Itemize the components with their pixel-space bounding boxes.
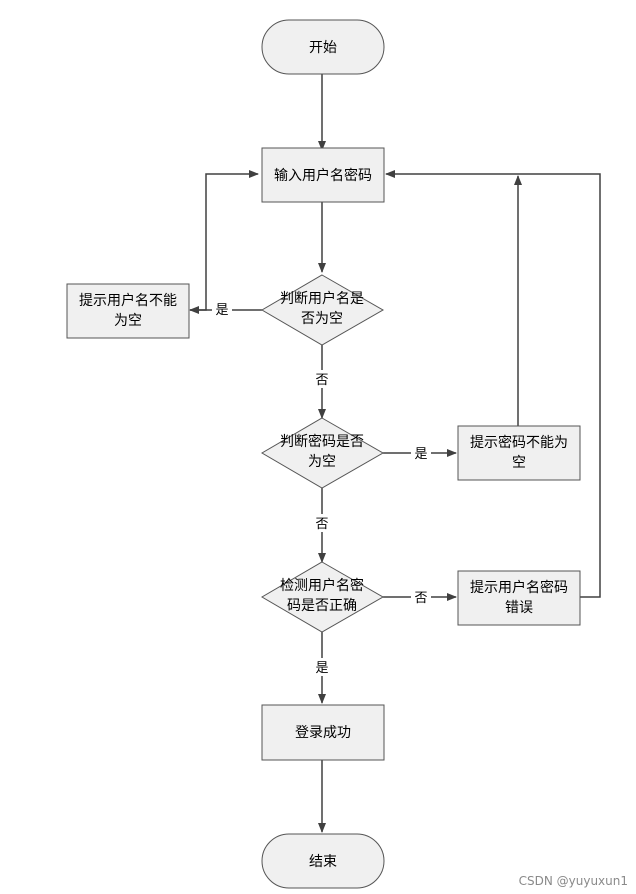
node-check-username: 判断用户名是 否为空: [261, 274, 385, 346]
node-username-empty: 提示用户名不能 为空: [66, 283, 190, 339]
node-username-empty-line2: 为空: [114, 313, 142, 329]
node-verify-line1: 检测用户名密: [280, 577, 364, 594]
edge-username-empty-back: [190, 170, 259, 311]
watermark: CSDN @yuyuxun1: [518, 874, 628, 888]
label-password-yes: 是: [414, 447, 427, 462]
node-wrong-line1: 提示用户名密码: [470, 579, 568, 596]
node-password-empty-line2: 空: [512, 455, 526, 471]
label-username-no: 否: [315, 373, 328, 388]
node-check-password: 判断密码是否 为空: [261, 417, 385, 489]
node-check-password-line1: 判断密码是否: [280, 433, 364, 450]
node-success: 登录成功: [261, 704, 385, 761]
label-verify-no: 否: [414, 591, 427, 606]
label-username-yes: 是: [215, 303, 228, 318]
label-password-no: 否: [315, 517, 328, 532]
node-end-text: 结束: [309, 854, 337, 870]
node-input: 输入用户名密码: [261, 147, 385, 203]
edge-wrong-back: [385, 170, 601, 598]
node-check-username-line2: 否为空: [301, 311, 343, 327]
node-success-text: 登录成功: [295, 725, 351, 741]
node-verify: 检测用户名密 码是否正确: [261, 561, 385, 633]
node-start-text: 开始: [309, 40, 337, 56]
node-password-empty-line1: 提示密码不能为: [470, 434, 568, 451]
node-check-username-line1: 判断用户名是: [280, 290, 364, 307]
node-password-empty: 提示密码不能为 空: [457, 425, 581, 481]
edge-labels: 是 否 是 否 否 是: [212, 300, 431, 676]
node-start: 开始: [261, 19, 385, 75]
node-end: 结束: [261, 833, 385, 889]
node-verify-line2: 码是否正确: [287, 598, 357, 614]
label-verify-yes: 是: [315, 661, 328, 676]
node-input-text: 输入用户名密码: [274, 167, 372, 184]
node-username-empty-line1: 提示用户名不能: [79, 292, 177, 309]
node-check-password-line2: 为空: [308, 454, 336, 470]
node-wrong: 提示用户名密码 错误: [457, 570, 581, 626]
node-wrong-line2: 错误: [505, 600, 533, 616]
